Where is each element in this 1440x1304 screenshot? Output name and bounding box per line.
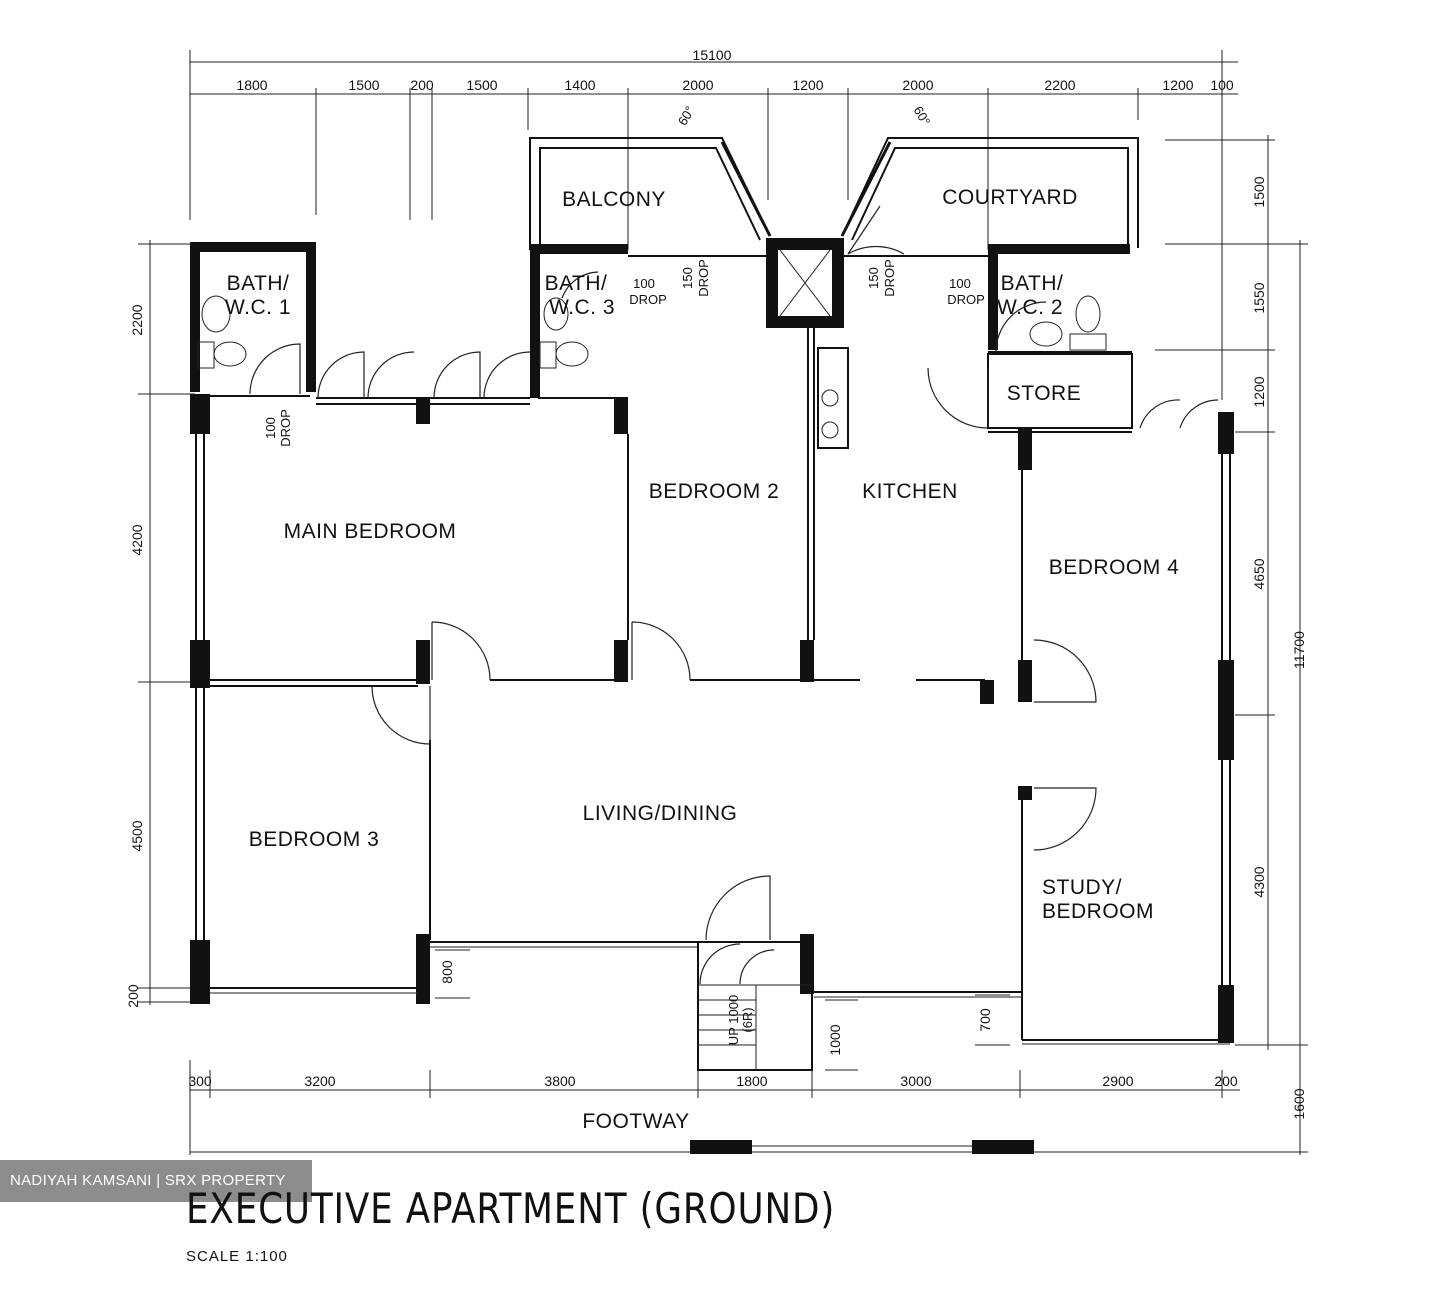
- walls: [190, 242, 1234, 1071]
- drop-label: DROP: [278, 409, 293, 447]
- label-bath3: BATH/: [545, 272, 608, 295]
- dim-right-total: 11700: [1291, 631, 1307, 669]
- dim-top: 2200: [1044, 77, 1075, 93]
- drop-label: DROP: [629, 292, 667, 307]
- dim-top: 1500: [466, 77, 497, 93]
- dim-top: 100: [1210, 77, 1234, 93]
- dim-right: 1600: [1291, 1088, 1307, 1119]
- dim-top: 1200: [1162, 77, 1193, 93]
- right-dimension-lines: [1155, 135, 1308, 1155]
- top-dimension-lines: [189, 50, 1238, 400]
- label-kitchen: KITCHEN: [862, 480, 958, 503]
- dim-top-total: 15100: [693, 47, 732, 63]
- label-footway: FOOTWAY: [582, 1110, 689, 1133]
- dim-top: 200: [410, 77, 434, 93]
- dim-bottom: 3800: [544, 1073, 575, 1089]
- dim-top: 1800: [236, 77, 267, 93]
- label-bath3: W.C. 3: [549, 296, 615, 319]
- dim-right: 1200: [1251, 376, 1267, 407]
- dim-right: 1500: [1251, 176, 1267, 207]
- dim-bottom: 3200: [304, 1073, 335, 1089]
- drop-value: 150: [680, 267, 695, 289]
- stair-up-label: UP 1000: [726, 995, 741, 1045]
- plan-title: EXECUTIVE APARTMENT (GROUND): [186, 1184, 836, 1233]
- dim-misc: 700: [977, 1008, 993, 1032]
- drop-value: 100: [263, 417, 278, 439]
- label-bedroom-2: BEDROOM 2: [649, 480, 780, 503]
- label-study: STUDY/: [1042, 876, 1122, 899]
- dim-top: 1200: [792, 77, 823, 93]
- dim-bottom: 1800: [736, 1073, 767, 1089]
- label-bath1: BATH/: [227, 272, 290, 295]
- dim-right: 1550: [1251, 282, 1267, 313]
- stair-risers-label: (6R): [740, 1007, 755, 1032]
- dim-misc: 1000: [827, 1024, 843, 1055]
- angle-label: 60°: [675, 103, 698, 128]
- dim-top: 1400: [564, 77, 595, 93]
- dim-left: 200: [125, 984, 141, 1008]
- dim-left: 4200: [129, 524, 145, 555]
- dim-right: 4300: [1251, 866, 1267, 897]
- dim-left: 2200: [129, 304, 145, 335]
- service-shaft: [766, 238, 844, 328]
- label-main-bedroom: MAIN BEDROOM: [284, 520, 457, 543]
- drop-label: DROP: [882, 259, 897, 297]
- left-dimension-lines: [138, 240, 195, 1005]
- drop-value: 100: [949, 276, 971, 291]
- dim-bottom: 2900: [1102, 1073, 1133, 1089]
- bottom-dimension-lines: [189, 1060, 1240, 1155]
- drop-label: DROP: [696, 259, 711, 297]
- label-store: STORE: [1007, 382, 1081, 405]
- label-bath1: W.C. 1: [225, 296, 291, 319]
- watermark-banner: NADIYAH KAMSANI | SRX PROPERTY: [0, 1160, 312, 1202]
- balcony-walls: [529, 137, 1139, 250]
- drop-value: 150: [866, 267, 881, 289]
- fixtures: [197, 295, 1107, 369]
- drop-label: DROP: [947, 292, 985, 307]
- dim-left: 4500: [129, 820, 145, 851]
- label-bedroom-4: BEDROOM 4: [1049, 556, 1180, 579]
- dim-top: 2000: [902, 77, 933, 93]
- label-living-dining: LIVING/DINING: [583, 802, 738, 825]
- dim-bottom: 3000: [900, 1073, 931, 1089]
- label-balcony: BALCONY: [562, 188, 666, 211]
- angle-label: 60°: [910, 103, 933, 128]
- label-study: BEDROOM: [1042, 900, 1154, 923]
- dim-right: 4650: [1251, 558, 1267, 589]
- plan-scale: SCALE 1:100: [186, 1248, 288, 1265]
- dim-bottom: 300: [188, 1073, 212, 1089]
- footway-outline: [190, 1140, 1240, 1154]
- label-courtyard: COURTYARD: [942, 186, 1078, 209]
- label-bedroom-3: BEDROOM 3: [249, 828, 380, 851]
- dim-misc: 800: [439, 960, 455, 984]
- dim-top: 1500: [348, 77, 379, 93]
- drop-value: 100: [633, 276, 655, 291]
- label-bath2: BATH/: [1001, 272, 1064, 295]
- doors: [249, 205, 1219, 985]
- dim-bottom: 200: [1214, 1073, 1238, 1089]
- dim-top: 2000: [682, 77, 713, 93]
- label-bath2: W.C. 2: [997, 296, 1063, 319]
